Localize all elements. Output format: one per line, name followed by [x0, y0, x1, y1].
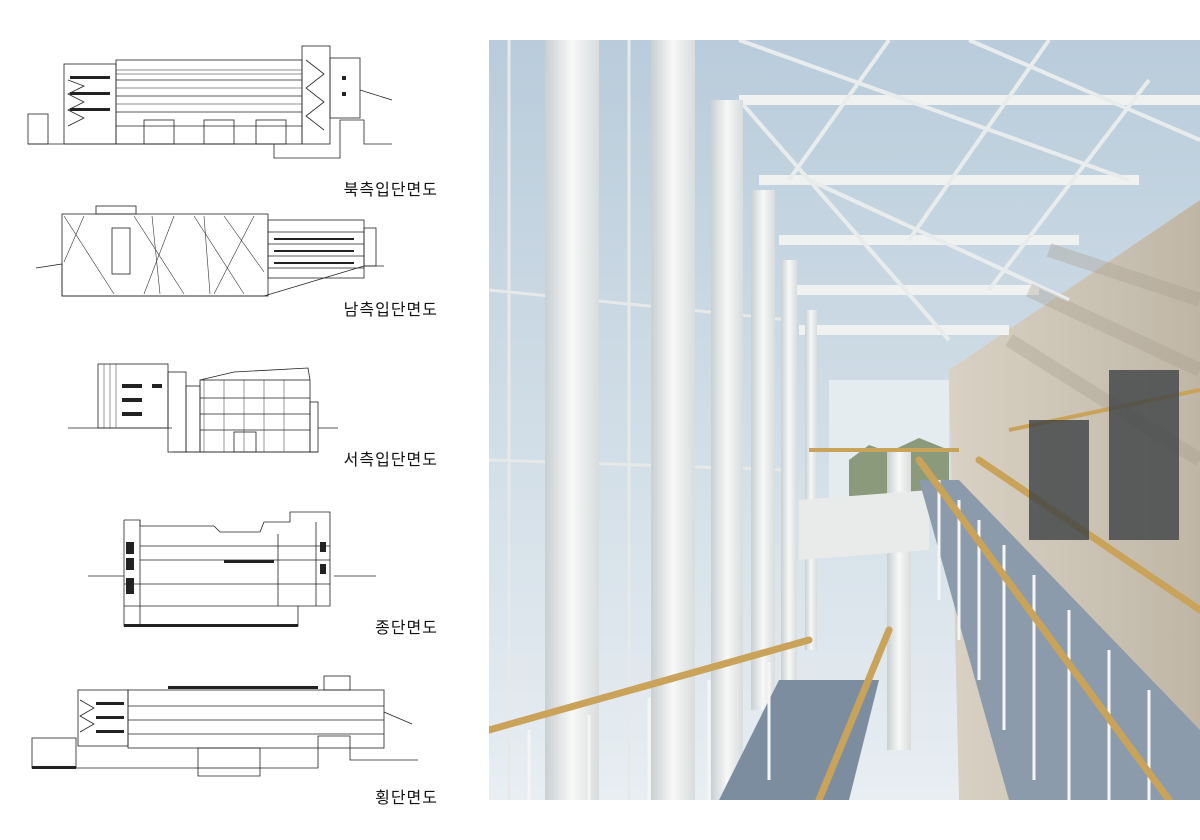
- cross-section-caption: 횡단면도: [375, 788, 438, 807]
- longitudinal-section-svg: [88, 511, 376, 627]
- west-elevation-svg: [68, 363, 338, 453]
- north-elevation-drawing: [24, 40, 444, 170]
- north-elevation-caption: 북측입단면도: [343, 180, 438, 199]
- west-elevation-caption: 서측입단면도: [343, 450, 438, 469]
- longitudinal-section-caption: 종단면도: [375, 618, 438, 637]
- west-elevation-drawing: [64, 358, 444, 458]
- south-elevation-caption: 남측입단면도: [343, 300, 438, 319]
- south-elevation-svg: [35, 205, 384, 297]
- atrium-photo-svg: [489, 40, 1200, 800]
- atrium-photo: [489, 40, 1200, 800]
- drawings-column: 북측입단면도: [0, 0, 470, 840]
- longitudinal-section-drawing: [84, 506, 444, 636]
- south-elevation-drawing: [24, 202, 444, 302]
- north-elevation-svg: [27, 45, 393, 159]
- cross-section-drawing: [28, 672, 444, 782]
- cross-section-svg: [31, 675, 418, 777]
